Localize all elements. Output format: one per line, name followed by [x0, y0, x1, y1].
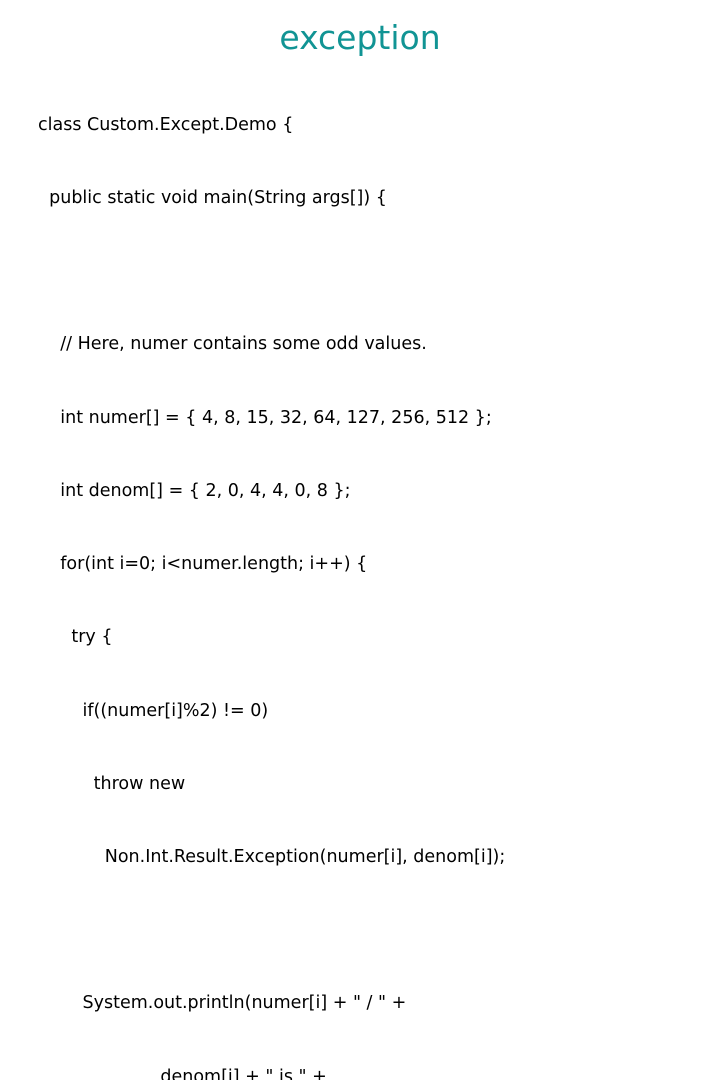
code-line: int numer[] = { 4, 8, 15, 32, 64, 127, 2…: [38, 407, 492, 428]
code-line-blank: [38, 918, 698, 942]
code-line: public static void main(String args[]) {: [38, 188, 387, 209]
code-line-blank: [38, 259, 698, 283]
code-line: Non.Int.Result.Exception(numer[i], denom…: [38, 846, 506, 867]
code-line: class Custom.Except.Demo {: [38, 114, 294, 135]
code-line: throw new: [38, 773, 186, 794]
code-line: System.out.println(numer[i] + " / " +: [38, 993, 407, 1014]
slide: exception class Custom.Except.Demo { pub…: [38, 18, 506, 1080]
code-line: if((numer[i]%2) != 0): [38, 700, 269, 721]
code-line: denom[i] + " is " +: [38, 1066, 327, 1080]
code-line: try {: [38, 627, 113, 648]
code-line: for(int i=0; i<numer.length; i++) {: [38, 554, 368, 575]
slide-title: exception: [279, 18, 441, 57]
code-block: class Custom.Except.Demo { public static…: [38, 64, 698, 1080]
code-line: // Here, numer contains some odd values.: [38, 334, 427, 355]
code-line: int denom[] = { 2, 0, 4, 4, 0, 8 };: [38, 480, 351, 501]
